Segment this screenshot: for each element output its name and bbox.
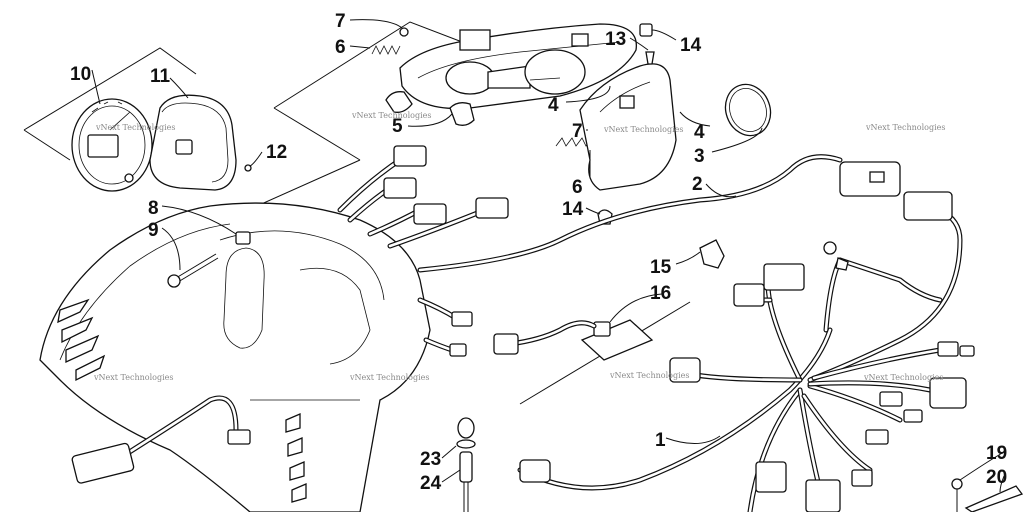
callout-7-upper: 7 [335, 11, 346, 32]
callout-19: 19 [986, 443, 1007, 464]
callout-8: 8 [148, 198, 159, 219]
clip-13 [645, 51, 655, 65]
callout-10: 10 [70, 64, 91, 85]
module-16 [493, 319, 654, 361]
callout-4-upper: 4 [548, 95, 559, 116]
callout-5: 5 [392, 116, 403, 137]
callout-4-lower: 4 [694, 122, 705, 143]
callout-13: 13 [605, 29, 626, 50]
callout-15: 15 [650, 257, 672, 278]
spring-6-upper [371, 45, 401, 55]
headlight-cover [579, 63, 677, 191]
screw-19 [951, 478, 963, 512]
callout-23: 23 [420, 449, 441, 470]
bulb-23 [456, 417, 476, 449]
harness-connectors [519, 191, 975, 512]
socket-24 [459, 451, 473, 512]
callout-2: 2 [692, 174, 703, 195]
callout-11: 11 [150, 66, 171, 87]
watermark-text: vNext Technologies [95, 123, 175, 132]
cable-strap [724, 83, 772, 137]
gauge-group-bracket [23, 47, 197, 161]
wire-harness-2 [417, 154, 901, 273]
callout-6-lower: 6 [572, 177, 583, 198]
gauge-assembly [71, 98, 153, 192]
callout-1: 1 [655, 430, 666, 451]
watermark-text: vNext Technologies [349, 373, 429, 382]
callout-7-lower: 7 [572, 121, 583, 142]
pad-20 [964, 485, 1024, 512]
callout-6-upper: 6 [335, 37, 346, 58]
dash-connectors [337, 145, 509, 249]
callout-20: 20 [986, 467, 1007, 488]
clip-14-upper [639, 23, 653, 37]
watermark-text: vNext Technologies [863, 373, 943, 382]
watermark-text: vNext Technologies [603, 125, 683, 134]
grommet-12 [244, 164, 252, 172]
watermark-text: vNext Technologies [865, 123, 945, 132]
bulb-socket-5b [449, 102, 475, 126]
cap-8 [235, 231, 251, 245]
bulb-socket-5a [385, 91, 413, 113]
bolt-9 [167, 253, 219, 288]
watermark-text: vNext Technologies [93, 373, 173, 382]
headlight-bulb-right [524, 49, 586, 95]
screw-7-upper [399, 27, 409, 37]
clip-15 [699, 239, 725, 269]
main-wire-harness-1 [517, 207, 963, 512]
callout-3: 3 [694, 146, 705, 167]
callout-14-upper: 14 [680, 35, 702, 56]
headlight-group-bracket [247, 21, 471, 211]
callout-9: 9 [148, 220, 159, 241]
watermark-text: vNext Technologies [351, 111, 431, 120]
headlight-bulb-left [445, 61, 531, 95]
callout-12: 12 [266, 142, 287, 163]
watermark-text: vNext Technologies [609, 371, 689, 380]
gauge-housing [149, 94, 237, 191]
callout-14-lower: 14 [562, 199, 584, 220]
dash-left-connectors [417, 297, 473, 357]
callout-24: 24 [420, 473, 442, 494]
callout-16: 16 [650, 283, 671, 304]
leader-lines [91, 19, 1005, 493]
dash-vents [57, 298, 307, 503]
dash-lower-plug [71, 395, 251, 484]
